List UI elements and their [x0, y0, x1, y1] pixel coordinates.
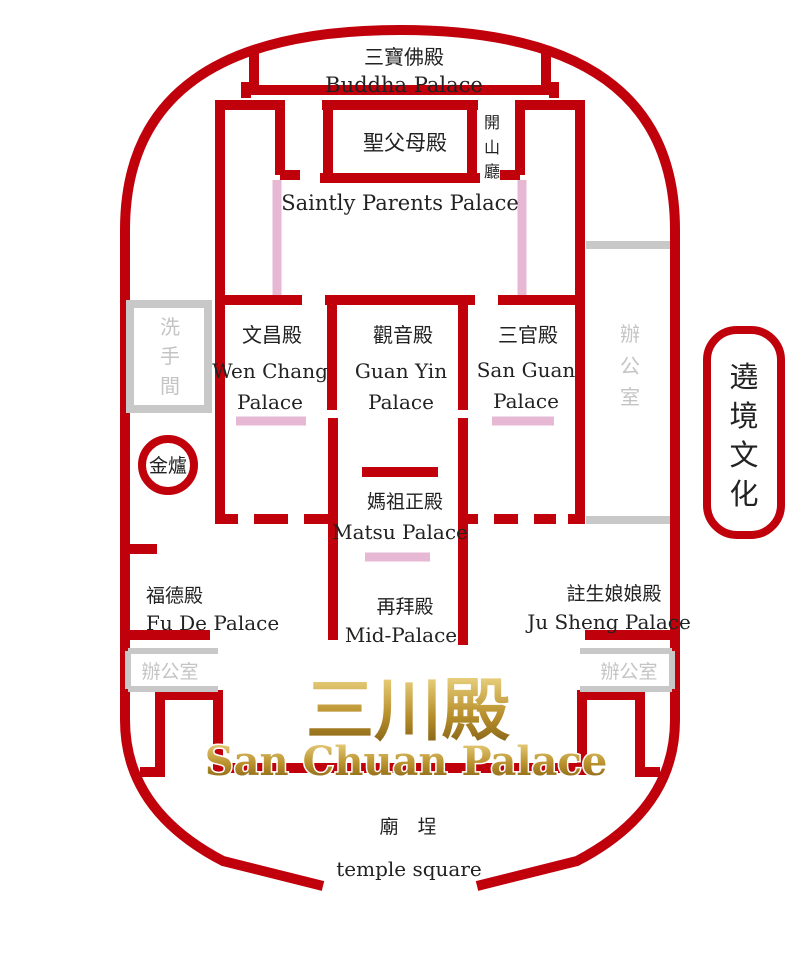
ju-sheng-zh: 註生娘娘殿	[566, 583, 661, 605]
temple-square-en: temple square	[336, 857, 482, 881]
middle-hall-walls	[215, 295, 585, 645]
wen-chang-zh: 文昌殿	[242, 323, 302, 347]
side-badge-c1: 遶	[729, 360, 758, 394]
ju-sheng-en: Ju Sheng Palace	[525, 610, 691, 634]
saintly-parents-zh: 聖父母殿	[363, 131, 447, 155]
restroom-c2: 手	[160, 344, 180, 368]
restroom-c1: 洗	[160, 315, 180, 339]
mid-palace-zh: 再拜殿	[376, 596, 433, 618]
grey-structures	[125, 241, 675, 692]
guan-yin-zh: 觀音殿	[373, 323, 433, 347]
right-side-walls	[577, 630, 675, 777]
san-guan-zh: 三官殿	[498, 323, 558, 347]
incense-burner-ring	[138, 435, 198, 495]
founder-hall-c1: 開	[484, 113, 500, 132]
buddha-palace-en: Buddha Palace	[325, 73, 483, 97]
mid-palace-en: Mid-Palace	[345, 623, 457, 647]
main-title-zh: 三川殿	[306, 671, 510, 751]
guan-yin-en-line2: Palace	[368, 390, 434, 414]
san-guan-en-line2: Palace	[493, 389, 559, 413]
matsu-zh: 媽祖正殿	[367, 491, 443, 513]
incense-burner-label: 金爐	[149, 455, 187, 477]
office-lower-left: 辦公室	[141, 661, 198, 683]
left-side-walls	[125, 544, 223, 777]
founder-hall-c2: 山	[484, 138, 500, 157]
office-right-c1: 辦	[620, 322, 640, 346]
side-badge-frame	[703, 326, 785, 539]
buddha-palace-zh: 三寶佛殿	[364, 45, 444, 69]
founder-hall-c3: 廳	[484, 162, 500, 181]
wen-chang-en-line2: Palace	[237, 390, 303, 414]
saintly-parents-en: Saintly Parents Palace	[281, 191, 519, 215]
restroom-c3: 間	[160, 374, 180, 398]
saintly-parents-walls	[320, 100, 480, 183]
main-title-en: San Chuan Palace	[205, 738, 608, 785]
buddha-palace-walls	[241, 48, 559, 98]
outer-wall	[120, 24, 680, 891]
pink-partitions	[236, 180, 554, 562]
matsu-en: Matsu Palace	[332, 520, 468, 544]
temple-square-zh: 廟 埕	[379, 816, 436, 838]
side-badge-c4: 化	[729, 477, 758, 511]
guan-yin-en-line1: Guan Yin	[355, 359, 447, 383]
upper-courtyard-walls	[215, 100, 585, 524]
office-lower-right: 辦公室	[600, 661, 657, 683]
office-right-c3: 室	[620, 385, 640, 409]
fu-de-zh: 福德殿	[146, 585, 203, 607]
side-badge-c3: 文	[729, 438, 758, 472]
fu-de-en: Fu De Palace	[146, 611, 279, 635]
san-guan-en-line1: San Guan	[477, 358, 576, 382]
side-badge-c2: 境	[729, 399, 758, 433]
wen-chang-en-line1: Wen Chang	[212, 359, 328, 383]
office-right-c2: 公	[620, 354, 640, 378]
